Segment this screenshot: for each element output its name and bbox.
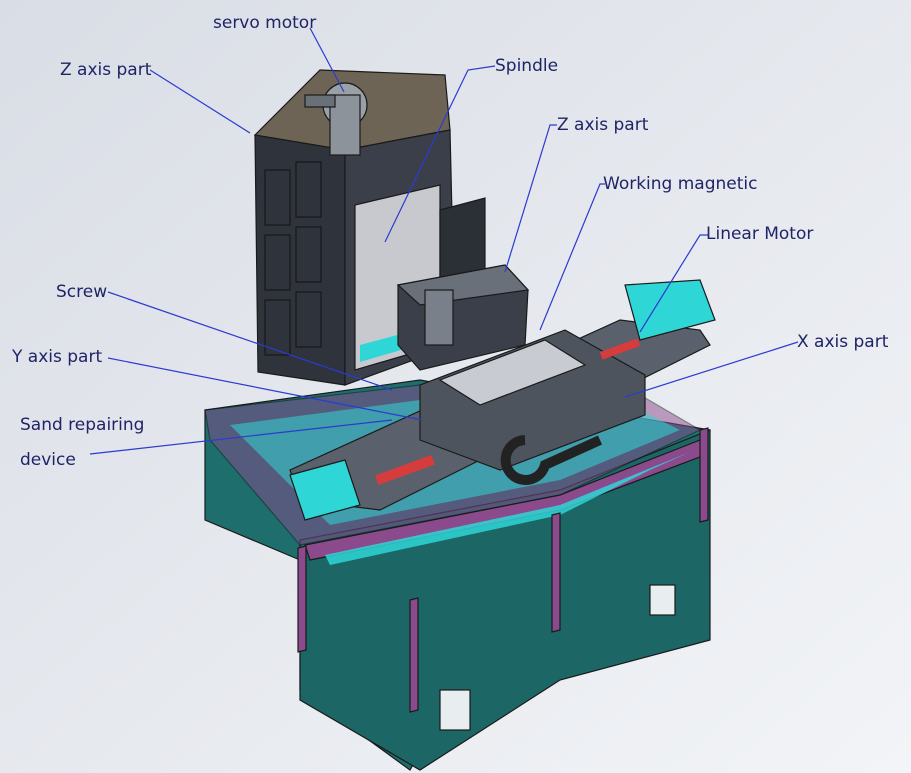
label-servo-motor: servo motor bbox=[213, 13, 316, 33]
leader-lines bbox=[89, 27, 799, 455]
label-z-axis-part-left: Z axis part bbox=[60, 60, 152, 80]
label-linear-motor: Linear Motor bbox=[706, 224, 813, 244]
label-x-axis-part: X axis part bbox=[797, 332, 889, 352]
label-sand-repairing-device: device bbox=[20, 450, 76, 470]
spindle-head bbox=[396, 264, 530, 371]
label-y-axis-part: Y axis part bbox=[11, 347, 102, 367]
label-working-magnetic: Working magnetic bbox=[603, 174, 757, 194]
table-assembly bbox=[289, 279, 716, 521]
label-z-axis-part-right: Z axis part bbox=[557, 115, 649, 135]
label-screw: Screw bbox=[56, 282, 107, 302]
label-spindle: Spindle bbox=[495, 56, 558, 76]
label-sand-repairing: Sand repairing bbox=[20, 415, 144, 435]
